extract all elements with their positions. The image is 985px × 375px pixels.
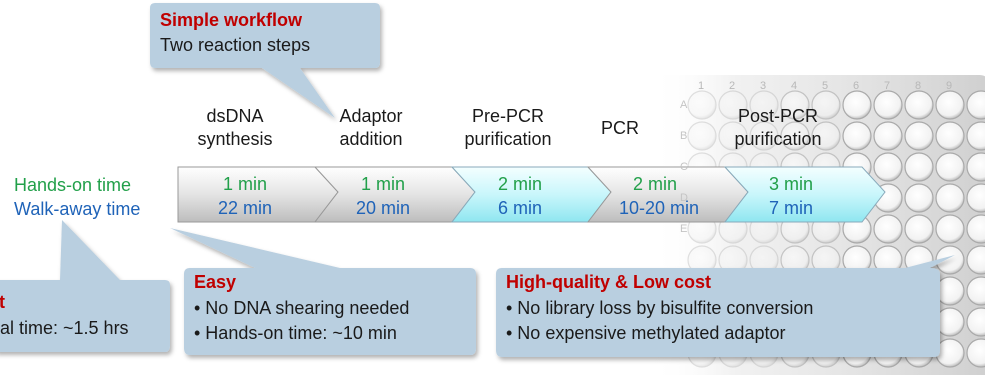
plate-row-label: B — [680, 130, 688, 142]
plate-well — [935, 90, 965, 120]
easy-callout-bullet-2: • Hands-on time: ~10 min — [194, 323, 397, 343]
plate-well — [904, 214, 934, 244]
plate-well — [749, 90, 779, 120]
quality-callout-bullet-2: • No expensive methylated adaptor — [506, 323, 786, 343]
easy-callout-bullet-1: • No DNA shearing needed — [194, 298, 410, 318]
plate-column-label: 5 — [822, 80, 829, 92]
legend-hands-on: Hands-on time — [14, 175, 132, 195]
plate-well — [780, 121, 810, 151]
plate-well — [935, 152, 965, 182]
quality-callout-title: High-quality & Low cost — [506, 272, 711, 292]
plate-well — [873, 121, 903, 151]
step2-hands-on: 1 min — [360, 174, 405, 194]
plate-well — [935, 307, 965, 337]
plate-well — [966, 307, 985, 337]
plate-row-label: A — [680, 99, 688, 111]
arrow-post-pcr-purification — [723, 166, 886, 223]
plate-well — [966, 152, 985, 182]
plate-well — [935, 183, 965, 213]
plate-well — [718, 121, 748, 151]
step3-hands-on: 2 min — [497, 174, 542, 194]
workflow-callout-bubble — [150, 3, 380, 118]
plate-well — [935, 214, 965, 244]
plate-well — [718, 90, 748, 120]
easy-callout-bubble — [170, 228, 476, 355]
plate-well — [811, 90, 841, 120]
fast-callout-title: t — [0, 292, 5, 312]
quality-callout-bubble — [496, 255, 955, 357]
plate-column-label: 6 — [853, 80, 860, 92]
plate-column-label: 9 — [946, 80, 953, 92]
step-title-pcr: PCR — [600, 118, 639, 138]
plate-column-label: 2 — [729, 80, 736, 92]
plate-well — [966, 183, 985, 213]
plate-well — [904, 121, 934, 151]
plate-well — [842, 121, 872, 151]
plate-well — [935, 121, 965, 151]
plate-well — [904, 152, 934, 182]
plate-column-label: 7 — [884, 80, 891, 92]
step2-walk-away: 20 min — [355, 198, 411, 218]
plate-well — [749, 121, 779, 151]
plate-well — [966, 90, 985, 120]
step1-walk-away: 22 min — [217, 198, 273, 218]
plate-well — [873, 214, 903, 244]
plate-well — [966, 338, 985, 368]
step1-hands-on: 1 min — [222, 174, 267, 194]
plate-well — [842, 90, 872, 120]
step5-walk-away: 7 min — [768, 198, 813, 218]
plate-column-label: 1 — [698, 80, 705, 92]
workflow-callout-subtitle: Two reaction steps — [160, 35, 311, 55]
step5-hands-on: 3 min — [768, 174, 813, 194]
plate-well — [966, 214, 985, 244]
plate-well — [935, 338, 965, 368]
fast-callout-text: al time: ~1.5 hrs — [0, 318, 129, 338]
step4-walk-away: 10-20 min — [618, 198, 700, 218]
plate-row-label: D — [680, 192, 688, 204]
plate-column-label: 4 — [791, 80, 798, 92]
step3-walk-away: 6 min — [497, 198, 542, 218]
plate-column-label: 3 — [760, 80, 767, 92]
plate-well — [873, 90, 903, 120]
quality-callout-bullet-1: • No library loss by bisulfite conversio… — [506, 298, 814, 318]
plate-well — [904, 90, 934, 120]
plate-column-label: 8 — [915, 80, 922, 92]
step4-hands-on: 2 min — [632, 174, 677, 194]
legend-walk-away: Walk-away time — [14, 199, 141, 219]
plate-row-label: E — [680, 223, 688, 235]
plate-well — [811, 121, 841, 151]
plate-well — [873, 152, 903, 182]
plate-well — [780, 90, 810, 120]
plate-well — [966, 276, 985, 306]
plate-well — [687, 121, 717, 151]
fast-callout-bubble — [0, 220, 170, 352]
plate-well — [966, 121, 985, 151]
workflow-callout-title: Simple workflow — [160, 10, 303, 30]
plate-well — [687, 90, 717, 120]
step-arrows — [177, 166, 886, 223]
plate-well — [935, 276, 965, 306]
plate-well — [966, 245, 985, 275]
plate-well — [904, 183, 934, 213]
easy-callout-title: Easy — [194, 272, 237, 292]
plate-row-label: C — [680, 161, 688, 173]
